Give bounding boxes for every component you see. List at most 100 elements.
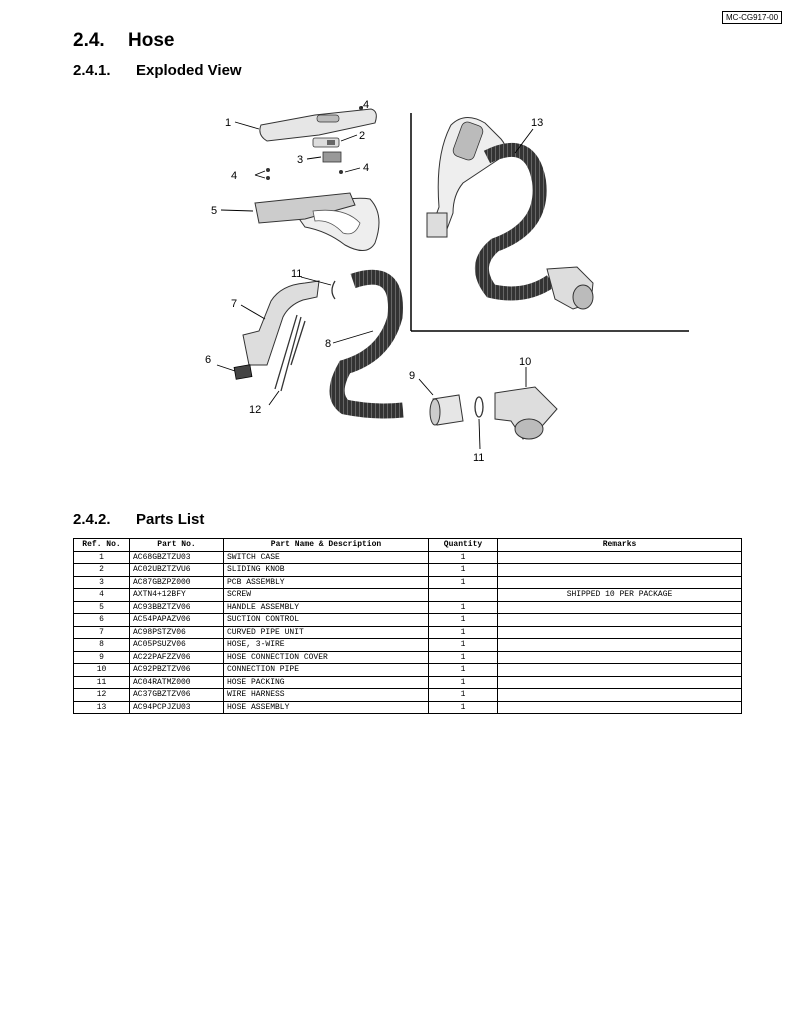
cell-part-no: AC05PSUZV06 [129,638,224,652]
exploded-view-diagram: 1 2 3 4 4 4 5 6 7 8 9 10 11 11 12 13 [205,99,689,464]
part-suction-control [233,364,253,380]
cell-ref-no: 7 [73,625,130,639]
callout-2: 2 [359,130,365,142]
cell-remarks [497,550,742,564]
cell-ref-no: 8 [73,638,130,652]
callout-5: 5 [211,205,217,217]
callout-6: 6 [205,354,211,366]
callout-10: 10 [519,356,531,368]
part-hose-packing-bottom [474,396,484,418]
cell-remarks [497,563,742,577]
cell-ref-no: 4 [73,588,130,602]
cell-part-no: AC92PBZTZV06 [129,663,224,677]
part-connection-pipe [494,386,558,440]
cell-quantity: 1 [428,600,498,614]
callout-12: 12 [249,404,261,416]
cell-quantity: 1 [428,613,498,627]
cell-ref-no: 3 [73,575,130,589]
cell-part-no: AXTN4+12BFY [129,588,224,602]
cell-quantity: 1 [428,688,498,702]
part-sliding-knob [312,137,340,148]
cell-ref-no: 6 [73,613,130,627]
cell-ref-no: 11 [73,675,130,689]
parts-list-title: Parts List [136,511,205,528]
part-pcb-assembly [322,151,342,163]
callout-11a: 11 [291,268,302,280]
cell-description: HOSE CONNECTION COVER [223,650,429,664]
table-header-row: Ref. No. Part No. Part Name & Descriptio… [73,538,742,552]
cell-description: SUCTION CONTROL [223,613,429,627]
header-part-no: Part No. [129,538,224,552]
cell-description: WIRE HARNESS [223,688,429,702]
callout-7: 7 [231,298,237,310]
parts-list-heading: 2.4.2. Parts List [73,511,204,528]
parts-list-number: 2.4.2. [73,511,111,528]
part-curved-pipe [242,280,320,366]
document-id: MC-CG917-00 [722,11,783,24]
exploded-view-heading: 2.4.1. Exploded View [73,62,242,79]
cell-part-no: AC98PSTZV06 [129,625,224,639]
cell-quantity: 1 [428,663,498,677]
part-wire-harness [274,314,306,392]
header-quantity: Quantity [428,538,498,552]
cell-ref-no: 9 [73,650,130,664]
exploded-view-title: Exploded View [136,62,242,79]
exploded-view-number: 2.4.1. [73,62,111,79]
part-hose-packing-top [331,280,336,300]
cell-description: HOSE ASSEMBLY [223,700,429,714]
part-handle-assembly [254,192,380,251]
section-heading: 2.4. Hose [73,30,174,52]
cell-quantity: 1 [428,675,498,689]
cell-quantity: 1 [428,575,498,589]
cell-ref-no: 12 [73,688,130,702]
callout-13: 13 [531,117,543,129]
callout-11b: 11 [473,452,484,464]
header-remarks: Remarks [497,538,742,552]
cell-remarks [497,675,742,689]
section-title: Hose [128,30,175,51]
cell-description: CONNECTION PIPE [223,663,429,677]
cell-ref-no: 2 [73,563,130,577]
part-hose-connection-cover [429,394,464,426]
callout-1: 1 [225,117,231,129]
cell-ref-no: 5 [73,600,130,614]
cell-description: PCB ASSEMBLY [223,575,429,589]
cell-part-no: AC87GBZPZ000 [129,575,224,589]
cell-description: HANDLE ASSEMBLY [223,600,429,614]
parts-list-table: Ref. No. Part No. Part Name & Descriptio… [73,538,742,714]
cell-quantity [428,588,498,602]
callout-9: 9 [409,370,415,382]
callout-4b: 4 [231,170,237,182]
callout-4c: 4 [363,162,369,174]
cell-part-no: AC54PAPAZV06 [129,613,224,627]
cell-description: HOSE, 3-WIRE [223,638,429,652]
cell-remarks [497,663,742,677]
cell-quantity: 1 [428,625,498,639]
cell-quantity: 1 [428,563,498,577]
section-number: 2.4. [73,30,105,51]
cell-remarks [497,625,742,639]
callout-3: 3 [297,154,303,166]
part-hose-assembly [426,117,594,310]
cell-part-no: AC37GBZTZV06 [129,688,224,702]
cell-part-no: AC02UBZTZVU6 [129,563,224,577]
cell-ref-no: 13 [73,700,130,714]
header-description: Part Name & Description [223,538,429,552]
leader-lines [216,106,534,450]
callout-4a: 4 [363,99,369,111]
cell-description: HOSE PACKING [223,675,429,689]
cell-remarks [497,600,742,614]
callout-8: 8 [325,338,331,350]
cell-ref-no: 1 [73,550,130,564]
cell-remarks [497,700,742,714]
